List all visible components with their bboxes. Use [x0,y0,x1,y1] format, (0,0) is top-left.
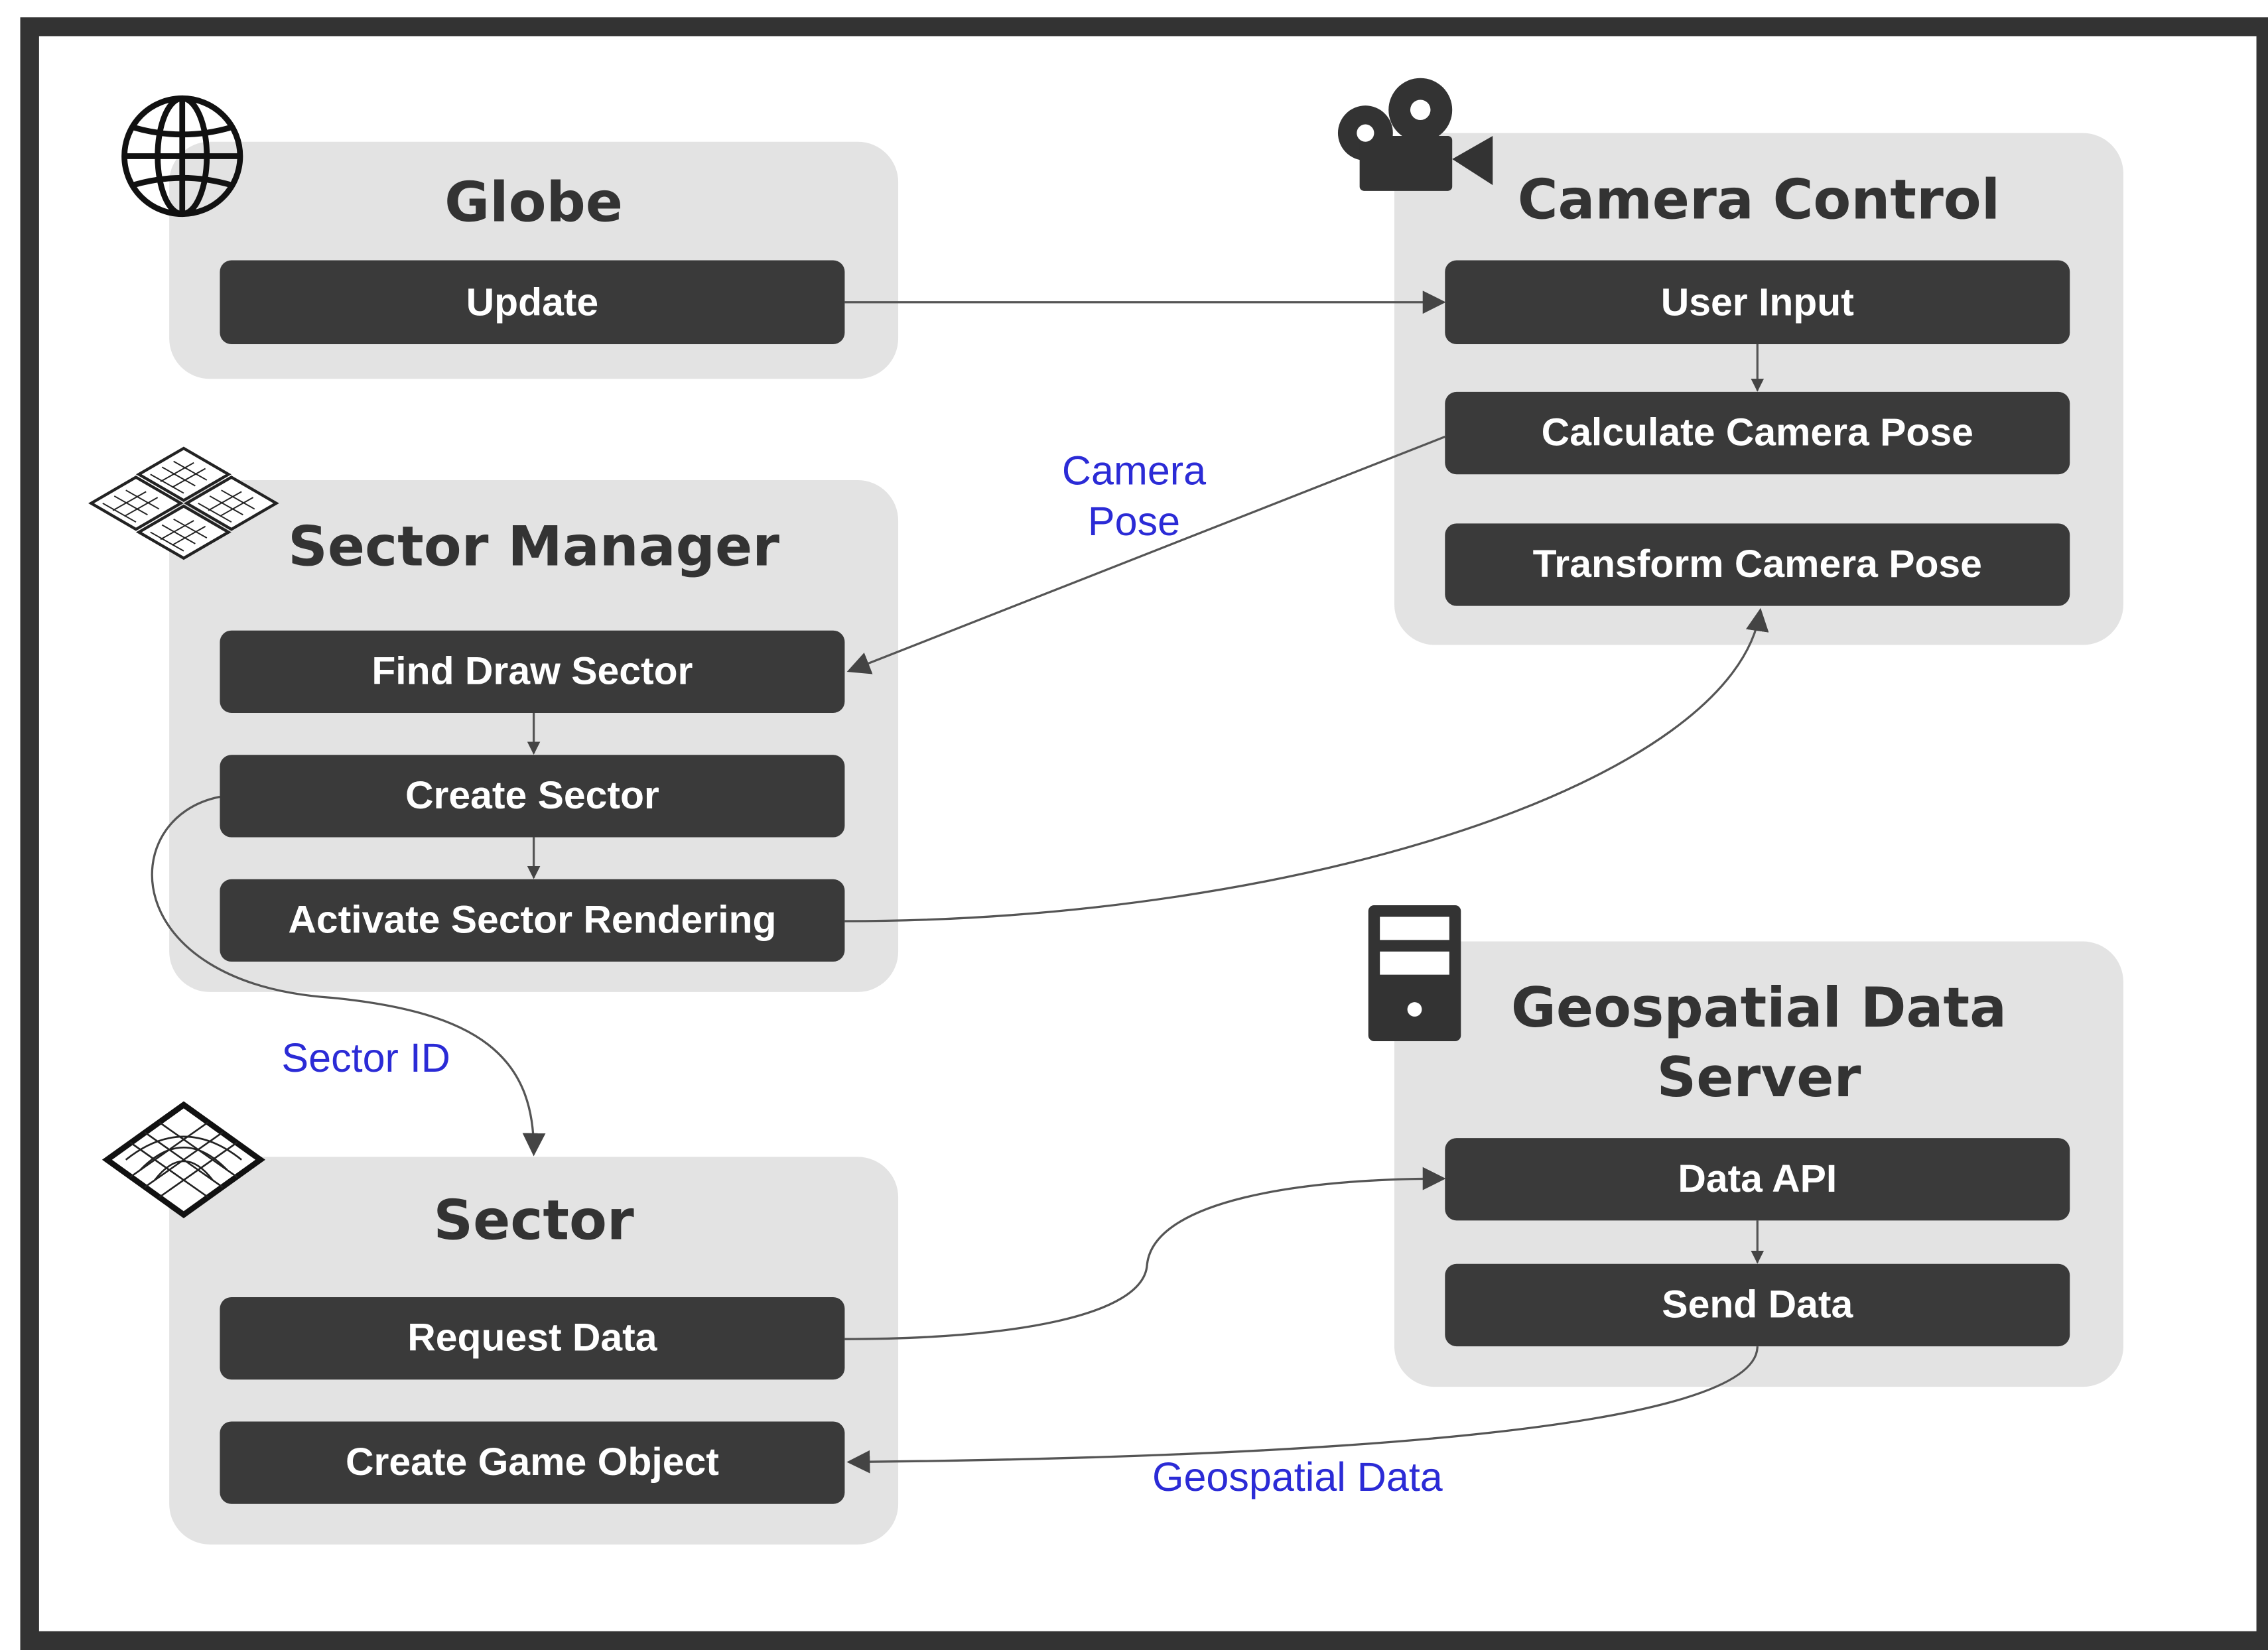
activate-sector-rendering-step: Activate Sector Rendering [220,879,845,962]
camera-control-title: Camera Control [1517,167,2001,231]
edge-label-camera-pose-line2: Pose [1087,499,1181,544]
user-input-step: User Input [1445,260,2070,344]
edge-activate-to-transform [844,607,1769,922]
terrain-grid-tiles-icon [88,446,279,560]
edge-send-data-to-create-game-object [846,1346,1759,1474]
terrain-mesh-icon [101,1101,265,1219]
server-icon [1368,905,1461,1041]
edge-label-camera-pose-line1: Camera [1061,448,1207,493]
update-step: Update [220,260,845,344]
globe-icon [121,95,243,218]
server-title-line1: Geospatial Data [1510,976,2007,1040]
transform-camera-pose-step: Transform Camera Pose [1445,523,2070,606]
globe-title: Globe [444,170,624,235]
data-api-step: Data API [1445,1138,2070,1221]
edge-create-sector-to-sector [151,795,546,1157]
edge-calculate-to-find-draw-sector [846,436,1445,674]
send-data-step: Send Data [1445,1263,2070,1347]
edge-request-data-to-data-api [844,1167,1446,1340]
calculate-camera-pose-step: Calculate Camera Pose [1445,391,2070,475]
create-sector-step: Create Sector [220,755,845,838]
server-title-line2: Server [1656,1045,1861,1110]
edge-label-sector-id: Sector ID [281,1035,450,1080]
create-game-object-step: Create Game Object [220,1421,845,1504]
edge-label-geospatial-data: Geospatial Data [1152,1454,1443,1500]
video-camera-icon [1337,78,1493,191]
sector-title: Sector [433,1188,634,1253]
request-data-step: Request Data [220,1297,845,1380]
find-draw-sector-step: Find Draw Sector [220,630,845,714]
sector-manager-title: Sector Manager [288,515,780,579]
